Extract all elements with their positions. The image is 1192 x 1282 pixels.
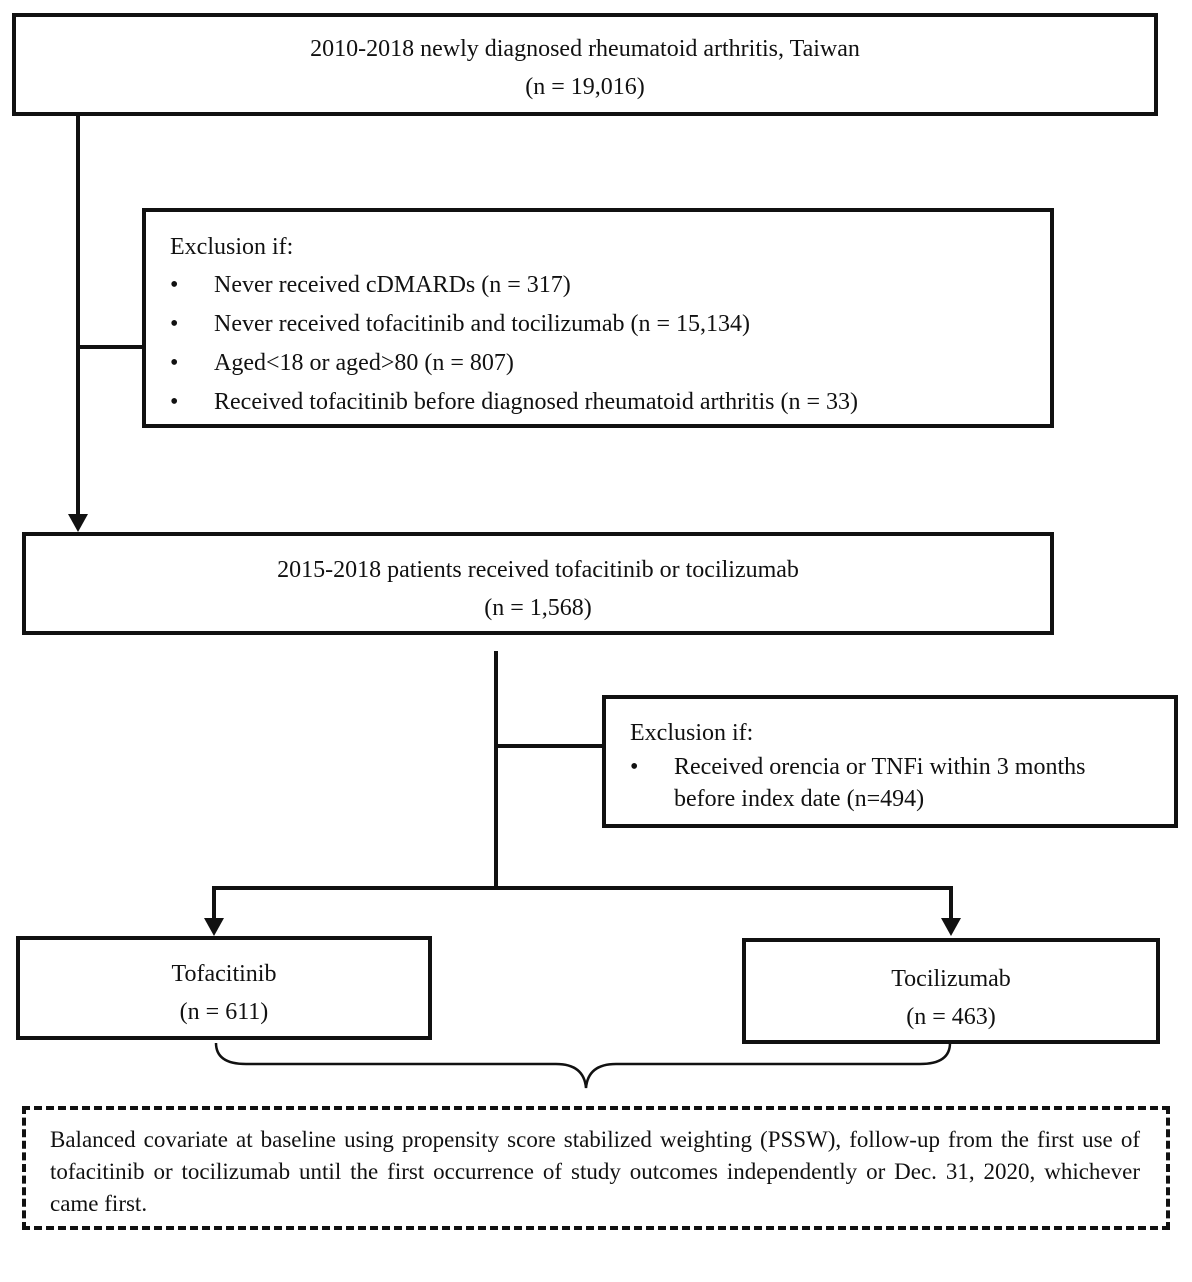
box-newly-diagnosed-count: (n = 19,016)	[525, 74, 645, 100]
connector-exclusion2-branch	[494, 744, 604, 748]
exclusion-1-item: • Never received tofacitinib and tociliz…	[170, 305, 1050, 344]
arrow-to-tofacitinib	[204, 918, 224, 936]
tofacitinib-count: (n = 611)	[179, 999, 269, 1025]
bullet-icon: •	[630, 754, 639, 780]
connector-split-horizontal	[212, 886, 953, 890]
exclusion-2-title: Exclusion if:	[630, 720, 754, 746]
exclusion-1-item-text: Never received tofacitinib and tocilizum…	[214, 311, 751, 337]
tocilizumab-name: Tocilizumab	[891, 966, 1011, 992]
connector-top-vertical	[76, 112, 80, 514]
exclusion-1-item: • Never received cDMARDs (n = 317)	[170, 266, 1050, 305]
bullet-icon: •	[170, 350, 179, 376]
exclusion-2-item-line2: before index date (n=494)	[674, 786, 925, 812]
connector-mid-vertical	[494, 651, 498, 888]
note-text: Balanced covariate at baseline using pro…	[50, 1127, 1140, 1216]
box-newly-diagnosed-title: 2010-2018 newly diagnosed rheumatoid art…	[310, 36, 860, 62]
exclusion-2-item: • Received orencia or TNFi within 3 mont…	[630, 751, 1174, 815]
bullet-icon: •	[170, 389, 179, 415]
box-tocilizumab: Tocilizumab (n = 463)	[742, 938, 1160, 1044]
exclusion-1-item: • Received tofacitinib before diagnosed …	[170, 383, 1050, 422]
exclusion-1-item-text: Never received cDMARDs (n = 317)	[214, 272, 571, 298]
exclusion-box-2: Exclusion if: • Received orencia or TNFi…	[602, 695, 1178, 828]
box-received-treatment-count: (n = 1,568)	[484, 595, 592, 621]
bullet-icon: •	[170, 311, 179, 337]
box-tofacitinib: Tofacitinib (n = 611)	[16, 936, 432, 1040]
exclusion-2-item-line1: Received orencia or TNFi within 3 months	[674, 754, 1086, 780]
exclusion-2-item-text: Received orencia or TNFi within 3 months…	[674, 751, 1085, 815]
tocilizumab-count: (n = 463)	[906, 1004, 996, 1030]
box-received-treatment-title: 2015-2018 patients received tofacitinib …	[277, 557, 799, 583]
exclusion-1-item-text: Aged<18 or aged>80 (n = 807)	[214, 350, 514, 376]
tofacitinib-name: Tofacitinib	[171, 961, 277, 987]
arrow-to-mid-box	[68, 514, 88, 532]
box-received-treatment: 2015-2018 patients received tofacitinib …	[22, 532, 1054, 635]
exclusion-1-item-text: Received tofacitinib before diagnosed rh…	[214, 389, 858, 415]
connector-exclusion1-branch	[76, 345, 144, 349]
connector-left-drop	[212, 886, 216, 918]
box-newly-diagnosed: 2010-2018 newly diagnosed rheumatoid art…	[12, 13, 1158, 116]
connector-right-drop	[949, 886, 953, 918]
exclusion-box-1: Exclusion if: • Never received cDMARDs (…	[142, 208, 1054, 428]
bullet-icon: •	[170, 272, 179, 298]
arrow-to-tocilizumab	[941, 918, 961, 936]
exclusion-1-title: Exclusion if:	[170, 234, 294, 260]
exclusion-1-item: • Aged<18 or aged>80 (n = 807)	[170, 344, 1050, 383]
note-box: Balanced covariate at baseline using pro…	[22, 1106, 1170, 1230]
